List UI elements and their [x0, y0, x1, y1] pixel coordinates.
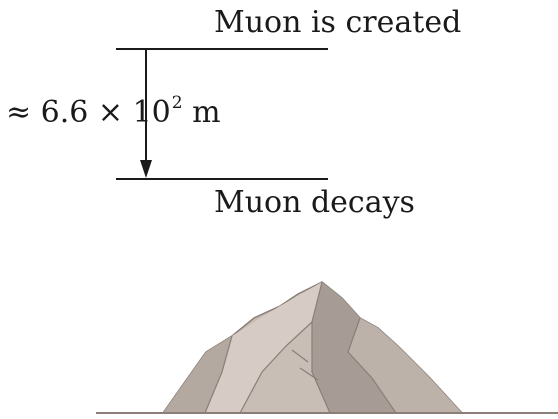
distance-unit: m [182, 95, 221, 130]
distance-prefix: ≈ 6.6 × 10 [6, 95, 171, 130]
mountain-shade-far-right [348, 318, 462, 413]
distance-label: ≈ 6.6 × 102 m [6, 95, 221, 130]
mountain-face-center [205, 282, 322, 413]
muon-created-label: Muon is created [214, 5, 462, 40]
mountain-ridge-lines [204, 281, 397, 414]
mountain-shade-right [312, 282, 396, 413]
distance-exponent: 2 [171, 93, 183, 113]
down-arrow-icon [140, 160, 152, 178]
mountain-illustration [96, 281, 558, 414]
mountain-shade-left [163, 336, 232, 413]
muon-decays-label: Muon decays [214, 185, 415, 220]
